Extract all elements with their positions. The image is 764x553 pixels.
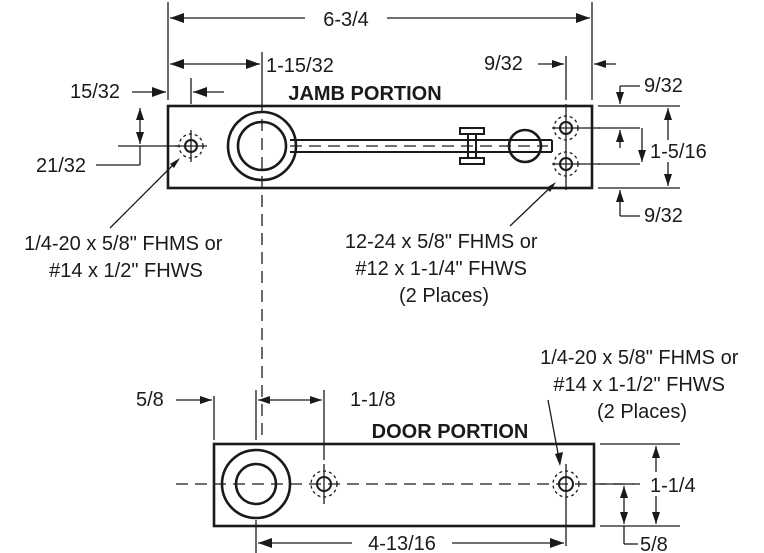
jamb-portion: 6-3/4 1-15/32 15/32 21/32 — [24, 2, 721, 440]
arrow-head — [638, 150, 646, 162]
arrow-head — [594, 60, 606, 68]
callout-line: #14 x 1-1/2" FHWS — [553, 374, 725, 396]
door-hole-left-outer — [310, 470, 338, 498]
door-hole-left — [316, 476, 332, 492]
arrow-head — [550, 538, 564, 548]
jamb-right-hole-offset-label: 9/32 — [484, 53, 523, 75]
jamb-portion-title: JAMB PORTION — [288, 83, 441, 105]
door-plate — [212, 442, 596, 528]
jamb-bottom-hole-offset-label: 9/32 — [644, 205, 683, 227]
callout-line: (2 Places) — [597, 401, 687, 423]
arrow-head — [170, 13, 184, 23]
door-pivot-boss-inner — [234, 462, 278, 506]
arrow-head — [552, 60, 564, 68]
jamb-right-hole-bottom — [559, 157, 573, 171]
door-left-offset-label: 5/8 — [136, 389, 164, 411]
arrow-head — [664, 108, 672, 120]
callout-line: #14 x 1/2" FHWS — [49, 260, 203, 282]
arrow-head — [616, 130, 624, 142]
arrow-head — [652, 446, 660, 458]
arrow-head — [620, 486, 628, 498]
door-portion-title: DOOR PORTION — [372, 421, 529, 443]
arrow-head — [246, 59, 260, 69]
arrow-head — [546, 182, 556, 192]
callout-line: 1/4-20 x 5/8" FHMS or — [24, 233, 223, 255]
arrow-head — [258, 538, 272, 548]
arrow-head — [258, 396, 270, 404]
door-portion: DOOR PORTION 1/4-20 x 5/8" FHMS or #14 x… — [136, 347, 744, 553]
latch-keeper — [507, 128, 543, 164]
jamb-center-offset-label: 1-15/32 — [266, 55, 334, 77]
arrow-head — [152, 87, 166, 97]
arrow-head — [620, 512, 628, 524]
jamb-hole-spacing-label: 1-5/16 — [650, 141, 707, 163]
arrow-head — [136, 108, 144, 120]
jamb-overall-length-label: 6-3/4 — [323, 9, 369, 31]
jamb-right-hole-top-outer — [553, 115, 579, 141]
arrow-head — [193, 87, 207, 97]
jamb-left-callout: 1/4-20 x 5/8" FHMS or #14 x 1/2" FHWS — [24, 233, 228, 282]
arrow-head — [310, 396, 322, 404]
jamb-left-hole-outer — [178, 133, 204, 159]
door-hole-right — [558, 476, 574, 492]
door-pivot-boss-outer — [220, 448, 292, 520]
jamb-left-hole — [184, 139, 198, 153]
arrow-head — [616, 92, 624, 104]
arrow-head — [576, 13, 590, 23]
arrow-head — [200, 396, 212, 404]
arrow-head — [652, 512, 660, 524]
callout-line: (2 Places) — [399, 285, 489, 307]
callout-line: #12 x 1-1/4" FHWS — [355, 258, 527, 280]
jamb-left-hole-offset-label: 15/32 — [70, 81, 120, 103]
jamb-right-hole-bottom-outer — [553, 151, 579, 177]
arrow-head — [664, 174, 672, 186]
jamb-right-hole-top — [559, 121, 573, 135]
callout-line: 1/4-20 x 5/8" FHMS or — [540, 347, 739, 369]
arrow-head — [555, 452, 563, 466]
jamb-plate — [166, 104, 594, 190]
jamb-left-hole-height-label: 21/32 — [36, 155, 86, 177]
arrow-head — [170, 158, 180, 168]
door-hole-spacing-label: 1-1/8 — [350, 389, 396, 411]
door-hole-to-hole-label: 4-13/16 — [368, 533, 436, 553]
door-bottom-offset-label: 5/8 — [640, 534, 668, 553]
arrow-head — [136, 132, 144, 144]
latch-knob-bottom — [459, 157, 485, 165]
door-height-label: 1-1/4 — [650, 475, 696, 497]
arrow-head — [170, 59, 184, 69]
door-callout: 1/4-20 x 5/8" FHMS or #14 x 1-1/2" FHWS … — [540, 347, 744, 423]
jamb-right-callout: 12-24 x 5/8" FHMS or #12 x 1-1/4" FHWS (… — [345, 231, 543, 307]
arrow-head — [616, 190, 624, 202]
door-hole-right-outer — [552, 470, 580, 498]
jamb-right-callout-leader — [509, 183, 555, 227]
jamb-left-callout-leader — [109, 159, 179, 229]
callout-line: 12-24 x 5/8" FHMS or — [345, 231, 538, 253]
jamb-top-hole-offset-label: 9/32 — [644, 75, 683, 97]
